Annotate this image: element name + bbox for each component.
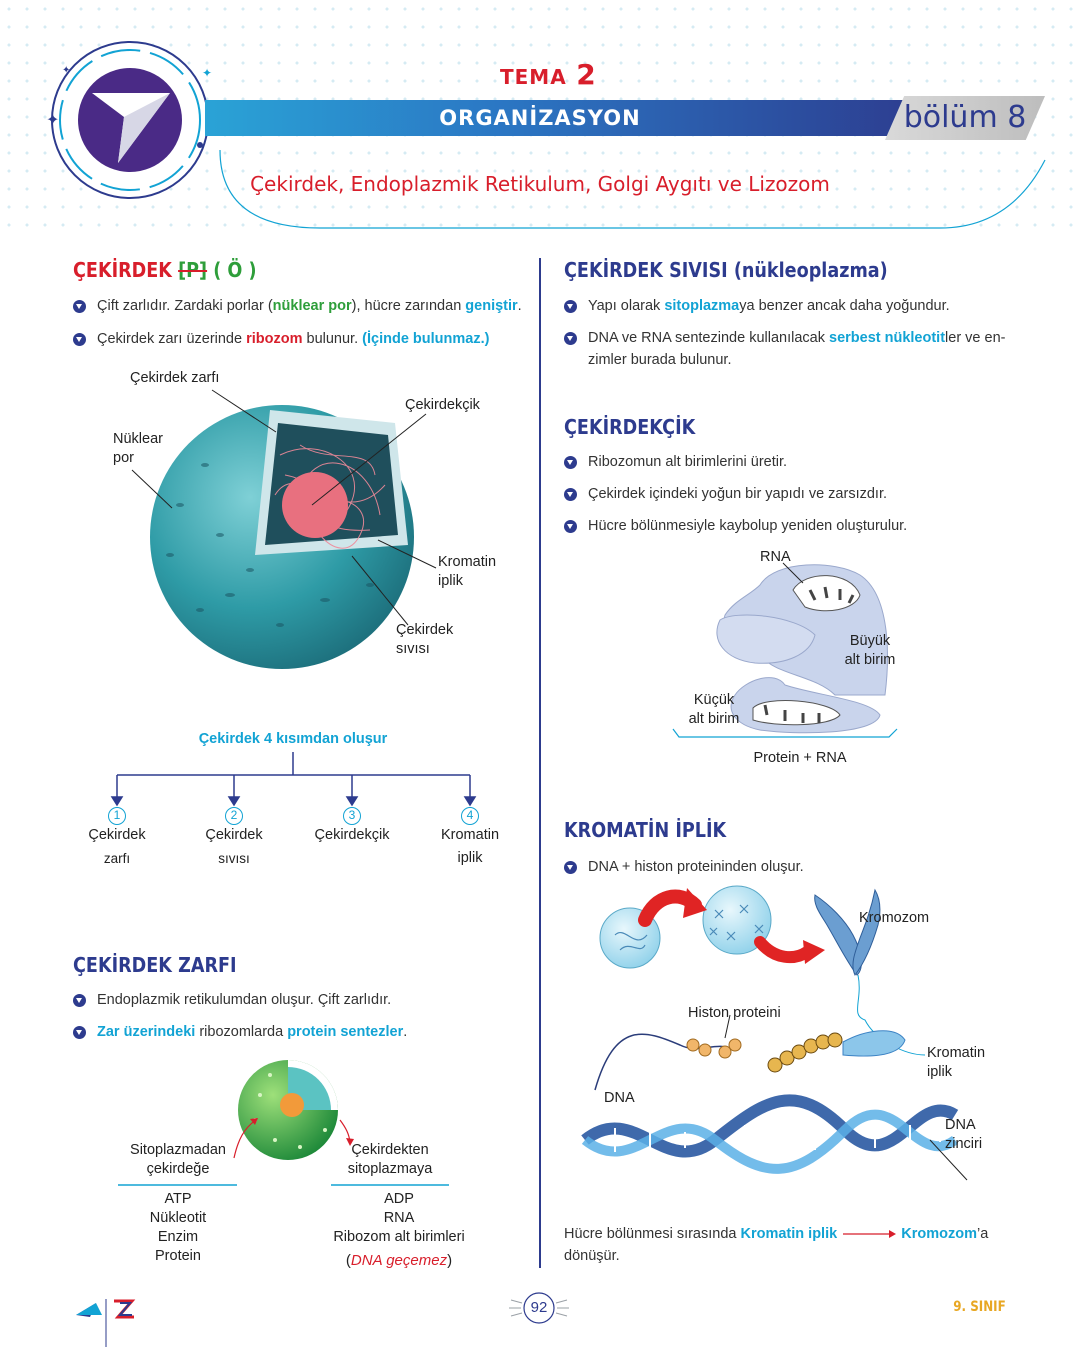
- kromatin-conclusion: Hücre bölünmesi sırasında Kromatin iplik…: [564, 1226, 989, 1264]
- plant-tag: [P]: [178, 258, 208, 282]
- transport-out-item-3: Ribozom alt birimleri: [333, 1229, 465, 1245]
- label-kromatin-2: iplik: [927, 1064, 952, 1080]
- bullet-cekirdekcik-2: Çekirdek içindeki yoğun bir yapıdı ve za…: [564, 483, 1028, 505]
- label-dna-zinciri-1: DNA: [945, 1117, 976, 1133]
- label-cekirdekcik: Çekirdekçik: [405, 397, 480, 413]
- transport-in-item-4: Protein: [155, 1248, 201, 1264]
- subtitle-frame-line: [219, 149, 1046, 229]
- label-dna: DNA: [604, 1090, 635, 1106]
- label-kromozom: Kromozom: [859, 910, 930, 926]
- transport-in-title-2: çekirdeğe: [146, 1161, 210, 1177]
- bullet-zarf-1: Endoplazmik retikulumdan oluşur. Çift za…: [73, 989, 537, 1011]
- bullet-kromatin-1: DNA + histon proteininden oluşur.: [564, 856, 1028, 878]
- transport-out-title-2: sitoplazmaya: [347, 1161, 433, 1177]
- label-kromatin: Kromatin: [438, 554, 497, 570]
- tree-connectors: [110, 752, 477, 807]
- bullet-icon: [564, 520, 577, 533]
- footer-logos: [76, 1299, 136, 1347]
- section-title-cekirdekcik: ÇEKİRDEKÇİK: [564, 415, 696, 439]
- bullet-cekirdek-1: Çift zarlıdır. Zardaki porlar (nüklear p…: [73, 295, 537, 317]
- transport-out-title-1: Çekirdekten: [351, 1142, 429, 1158]
- tree-item-1-line1: Çekirdek: [88, 827, 146, 843]
- label-cekirdek-sivisi-1: Çekirdek: [396, 622, 454, 638]
- section-title-cekirdek: ÇEKİRDEK [P] ( Ö ): [73, 258, 257, 282]
- ribosome-diagram: [672, 562, 898, 738]
- chapter-label: bölüm 8: [903, 100, 1027, 135]
- theme-number: 2: [576, 58, 596, 91]
- label-kromatin-iplik: iplik: [438, 573, 463, 589]
- label-cekirdek-sivisi-2: sıvısı: [396, 641, 430, 657]
- theme-word: TEMA: [500, 65, 567, 89]
- svg-text:✦: ✦: [46, 110, 59, 129]
- label-cekirdek-zarfi: Çekirdek zarfı: [130, 370, 220, 386]
- tree-number-1: 1: [108, 807, 126, 825]
- label-protein-rna: Protein + RNA: [753, 750, 847, 766]
- tree-number-4: 4: [461, 807, 479, 825]
- section-title-cekirdek-sivisi: ÇEKİRDEK SIVISI (nükleoplazma): [564, 258, 888, 282]
- band-title: ORGANİZASYON: [439, 106, 641, 130]
- label-histon-proteini: Histon proteini: [688, 1005, 781, 1021]
- arrow-right-icon: [843, 1230, 897, 1239]
- label-kucuk: Küçük: [693, 692, 735, 708]
- page-number-badge: [509, 1292, 569, 1324]
- nucleus-diagram: [150, 405, 414, 669]
- bullet-icon: [564, 456, 577, 469]
- transport-in-title-1: Sitoplazmadan: [130, 1142, 226, 1158]
- transport-in-item-2: Nükleotit: [149, 1210, 207, 1226]
- column-divider: [539, 258, 541, 1268]
- label-rna: RNA: [760, 549, 791, 565]
- svg-text:✦: ✦: [62, 65, 70, 76]
- bullet-icon: [564, 332, 577, 345]
- tree-item-3-line1: Çekirdekçik: [314, 827, 390, 843]
- animal-tag: ( Ö ): [213, 258, 257, 282]
- bullet-cekirdek-2: Çekirdek zarı üzerinde ribozom bulunur. …: [73, 328, 537, 350]
- tree-number-3: 3: [343, 807, 361, 825]
- tree-item-1-line2: zarfı: [103, 851, 131, 866]
- bullet-icon: [73, 1026, 86, 1039]
- tree-item-2-line1: Çekirdek: [205, 827, 263, 843]
- bullet-zarf-2: Zar üzerindeki ribozomlarda protein sent…: [73, 1021, 537, 1043]
- transport-out-item-2: RNA: [383, 1210, 415, 1226]
- svg-text:✦: ✦: [202, 66, 212, 80]
- chapter-tab: [885, 96, 1045, 140]
- page-subtitle: Çekirdek, Endoplazmik Retikulum, Golgi A…: [250, 172, 830, 196]
- label-por: por: [113, 450, 134, 466]
- transport-out-note: (DNA geçemez): [345, 1252, 453, 1269]
- tree-item-4-line1: Kromatin: [440, 827, 500, 843]
- title-band: [205, 100, 935, 136]
- bullet-icon: [564, 300, 577, 313]
- section-title-kromatin-iplik: KROMATİN İPLİK: [564, 818, 727, 842]
- transport-in-item-3: Enzim: [157, 1229, 199, 1245]
- bullet-sivi-2: DNA ve RNA sentezinde kullanılacak serbe…: [564, 327, 1028, 371]
- label-nuklear: Nüklear: [113, 431, 163, 447]
- label-buyuk: Büyük: [849, 633, 891, 649]
- tree-title: Çekirdek 4 kısımdan oluşur: [198, 731, 388, 747]
- bullet-icon: [564, 861, 577, 874]
- chromatin-diagram: [581, 885, 968, 1181]
- grade-label: 9. SINIF: [953, 1299, 1006, 1315]
- bullet-icon: [564, 488, 577, 501]
- bullet-cekirdekcik-3: Hücre bölünmesiyle kaybolup yeniden oluş…: [564, 515, 1028, 537]
- bullet-sivi-1: Yapı olarak sitoplazmaya benzer ancak da…: [564, 295, 1028, 317]
- section-title-cekirdek-zarfi: ÇEKİRDEK ZARFI: [73, 953, 237, 977]
- page-number: 92: [530, 1299, 548, 1316]
- tree-item-2-line2: sıvısı: [218, 851, 250, 866]
- tree-number-2: 2: [225, 807, 243, 825]
- bullet-icon: [73, 333, 86, 346]
- label-kromatin-1: Kromatin: [927, 1045, 986, 1061]
- label-dna-zinciri-2: zinciri: [945, 1136, 983, 1152]
- transport-in-item-1: ATP: [164, 1191, 192, 1207]
- label-buyuk-alt-birim: alt birim: [844, 652, 896, 668]
- label-kucuk-alt-birim: alt birim: [688, 711, 740, 727]
- bullet-cekirdekcik-1: Ribozomun alt birimlerini üretir.: [564, 451, 1028, 473]
- bullet-icon: [73, 994, 86, 1007]
- transport-arrows: [118, 1118, 449, 1186]
- transport-out-item-1: ADP: [384, 1191, 414, 1207]
- nucleus-leader-lines: [131, 389, 437, 626]
- tree-item-4-line2: iplik: [457, 850, 483, 866]
- theme-label: TEMA 2: [500, 58, 596, 91]
- bullet-icon: [73, 300, 86, 313]
- nucleus-cutaway-green: [238, 1060, 338, 1160]
